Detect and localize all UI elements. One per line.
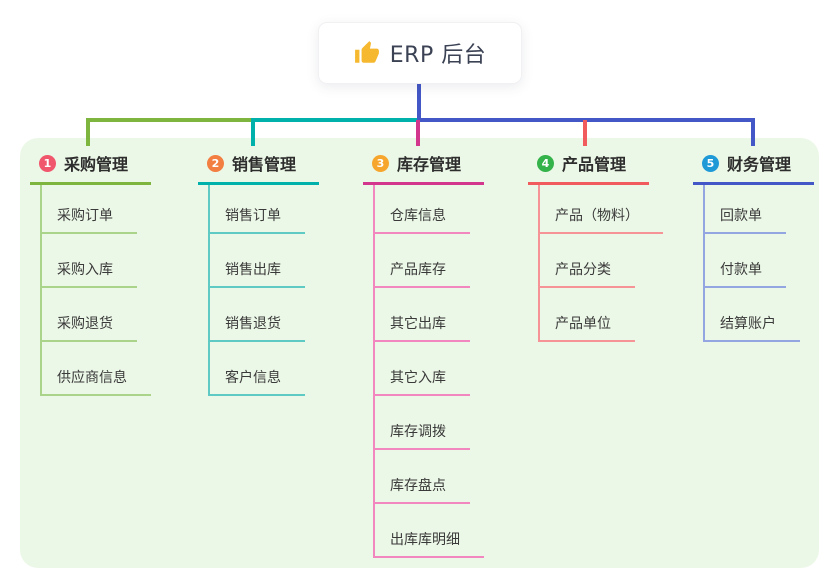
branch-children: 产品（物料）产品分类产品单位 xyxy=(538,185,663,342)
connector-horizontal-left xyxy=(86,118,253,122)
number-badge: 3 xyxy=(372,154,389,172)
child-node[interactable]: 出库库明细 xyxy=(375,504,484,558)
number-badge: 1 xyxy=(39,154,56,172)
child-node[interactable]: 库存盘点 xyxy=(375,450,470,504)
child-node[interactable]: 产品库存 xyxy=(375,234,470,288)
branch-children: 回款单付款单结算账户 xyxy=(703,185,800,342)
branch-销售管理: 2 销售管理销售订单销售出库销售退货客户信息 xyxy=(198,146,328,396)
child-node[interactable]: 产品单位 xyxy=(540,288,635,342)
branch-采购管理: 1 采购管理采购订单采购入库采购退货供应商信息 xyxy=(30,146,160,396)
branch-children: 采购订单采购入库采购退货供应商信息 xyxy=(40,185,151,396)
child-node[interactable]: 付款单 xyxy=(705,234,786,288)
child-node[interactable]: 仓库信息 xyxy=(375,185,470,234)
child-node[interactable]: 采购入库 xyxy=(42,234,137,288)
child-node[interactable]: 其它出库 xyxy=(375,288,470,342)
number-badge: 5 xyxy=(702,154,719,172)
thumbs-up-icon xyxy=(354,40,380,66)
number-badge: 4 xyxy=(537,154,554,172)
branch-node[interactable]: 5 财务管理 xyxy=(693,146,814,185)
child-node[interactable]: 库存调拨 xyxy=(375,396,470,450)
child-node[interactable]: 客户信息 xyxy=(210,342,305,396)
connector-drop-finance xyxy=(751,120,755,146)
child-node[interactable]: 结算账户 xyxy=(705,288,800,342)
child-node[interactable]: 回款单 xyxy=(705,185,786,234)
branch-label: 库存管理 xyxy=(397,155,462,174)
child-node[interactable]: 采购订单 xyxy=(42,185,137,234)
connector-horizontal-mid xyxy=(251,118,419,122)
branch-children: 仓库信息产品库存其它出库其它入库库存调拨库存盘点出库库明细 xyxy=(373,185,484,558)
branch-财务管理: 5 财务管理回款单付款单结算账户 xyxy=(693,146,823,342)
child-node[interactable]: 销售退货 xyxy=(210,288,305,342)
connector-drop-inventory xyxy=(416,120,420,146)
branch-库存管理: 3 库存管理仓库信息产品库存其它出库其它入库库存调拨库存盘点出库库明细 xyxy=(363,146,493,558)
branch-label: 采购管理 xyxy=(64,155,129,174)
branch-node[interactable]: 2 销售管理 xyxy=(198,146,319,185)
branch-node[interactable]: 4 产品管理 xyxy=(528,146,649,185)
branch-产品管理: 4 产品管理产品（物料）产品分类产品单位 xyxy=(528,146,663,342)
branch-label: 财务管理 xyxy=(727,155,792,174)
child-node[interactable]: 销售出库 xyxy=(210,234,305,288)
child-node[interactable]: 其它入库 xyxy=(375,342,470,396)
connector-drop-sales xyxy=(251,120,255,146)
branch-node[interactable]: 1 采购管理 xyxy=(30,146,151,185)
child-node[interactable]: 供应商信息 xyxy=(42,342,151,396)
connector-drop-product xyxy=(583,120,587,146)
branch-children: 销售订单销售出库销售退货客户信息 xyxy=(208,185,305,396)
branch-label: 销售管理 xyxy=(232,155,297,174)
branches-panel xyxy=(20,138,819,568)
branch-label: 产品管理 xyxy=(562,155,627,174)
child-node[interactable]: 销售订单 xyxy=(210,185,305,234)
root-node-label: ERP 后台 xyxy=(389,43,487,68)
root-node[interactable]: ERP 后台 xyxy=(318,22,522,84)
number-badge: 2 xyxy=(207,154,224,172)
branch-node[interactable]: 3 库存管理 xyxy=(363,146,484,185)
connector-root-stem xyxy=(417,84,421,119)
connector-drop-purchase xyxy=(86,120,90,146)
child-node[interactable]: 产品（物料） xyxy=(540,185,663,234)
child-node[interactable]: 产品分类 xyxy=(540,234,635,288)
child-node[interactable]: 采购退货 xyxy=(42,288,137,342)
